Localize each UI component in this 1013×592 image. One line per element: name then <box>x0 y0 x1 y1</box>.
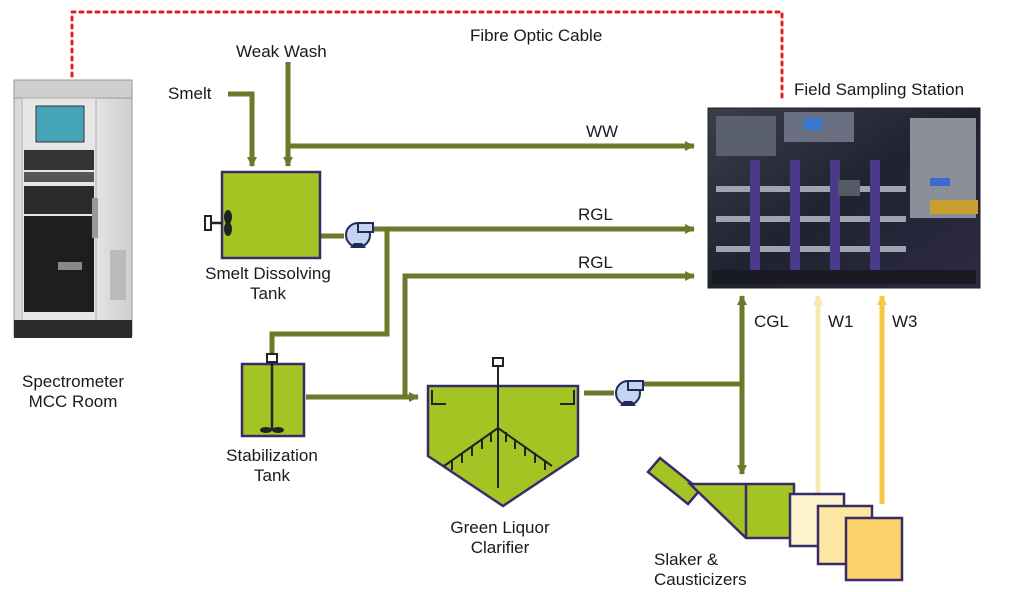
field-sampling-station-photo <box>707 107 981 289</box>
smelt-tank-label-line-2: Tank <box>250 284 286 303</box>
spectrometer-cabinet <box>13 79 133 338</box>
stabilization-label: Stabilization Tank <box>226 446 318 486</box>
stabilization-tank <box>240 353 306 438</box>
smelt-dissolving-tank <box>204 170 322 260</box>
slaker-label: Slaker & Causticizers <box>654 550 747 590</box>
spectrometer-label-line-1: Spectrometer <box>21 372 125 391</box>
smelt-tank-label: Smelt Dissolving Tank <box>205 264 331 304</box>
spectrometer-label: Spectrometer MCC Room <box>22 372 124 412</box>
slaker-label-line-2: Causticizers <box>654 570 747 589</box>
weak-wash-label: Weak Wash <box>236 42 327 61</box>
causticizer-3 <box>844 516 904 582</box>
w1-label: W1 <box>828 312 854 331</box>
stabilization-label-line-2: Tank <box>254 466 290 485</box>
cgl-label: CGL <box>754 312 789 331</box>
clarifier-label-line-1: Green Liquor <box>450 518 550 537</box>
fibre-optic-cable <box>70 10 784 102</box>
stabilization-label-line-1: Stabilization <box>226 446 318 465</box>
fibre-optic-label: Fibre Optic Cable <box>470 26 603 45</box>
clarifier-label: Green Liquor Clarifier <box>450 518 549 558</box>
w3-label: W3 <box>892 312 918 331</box>
green-liquor-clarifier <box>426 357 580 508</box>
rgl-label-2: RGL <box>578 253 613 272</box>
ww-label: WW <box>586 122 619 141</box>
field-station-label: Field Sampling Station <box>794 80 965 99</box>
smelt-label: Smelt <box>168 84 212 103</box>
spectrometer-label-line-2: MCC Room <box>28 392 118 411</box>
pipes <box>228 62 747 475</box>
slaker-label-line-1: Slaker & <box>654 550 719 569</box>
pump-2 <box>615 380 644 406</box>
slaker <box>646 456 796 540</box>
smelt-tank-label-line-1: Smelt Dissolving <box>205 264 331 283</box>
clarifier-label-line-2: Clarifier <box>470 538 530 557</box>
pump-1 <box>345 222 374 248</box>
rgl-label-1: RGL <box>578 205 613 224</box>
